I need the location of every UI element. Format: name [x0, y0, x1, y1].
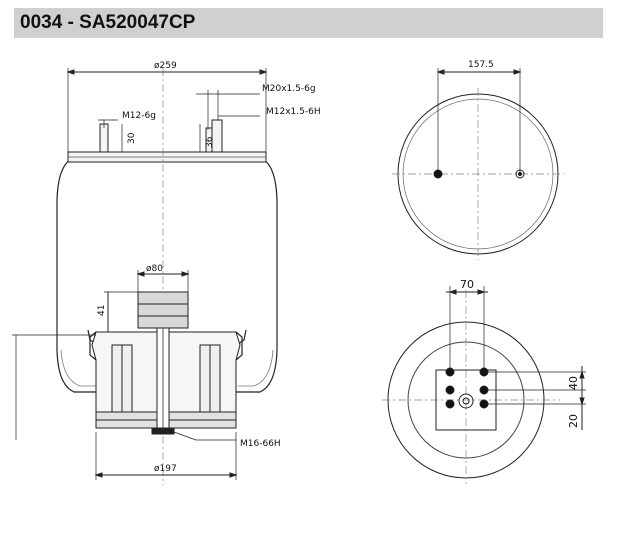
- thread-m16-label: M16-66H: [240, 439, 281, 449]
- dim-40-label: 40: [567, 376, 580, 390]
- dia-bottom-label: ø197: [154, 464, 177, 474]
- stud-height-right-label: 36: [205, 136, 215, 148]
- stud-height-left-label: 30: [127, 132, 137, 144]
- top-view: [392, 68, 564, 260]
- dia-piston-label: ø80: [146, 264, 163, 274]
- piston-cap: [137, 291, 189, 329]
- thread-m12-label: M12x1.5-6H: [266, 107, 321, 117]
- title-bar: 0034 - SA520047CP: [14, 8, 603, 38]
- bottom-view: [382, 286, 586, 484]
- dim-20-label: 20: [567, 414, 580, 428]
- stud-left: [99, 123, 109, 153]
- dia-top-label: ø259: [154, 61, 177, 71]
- mounting-plate: [435, 369, 497, 431]
- piston-height-label: 41: [97, 305, 107, 316]
- part-number-title: 0034 - SA520047CP: [20, 12, 196, 33]
- side-view: [12, 68, 278, 485]
- thread-m20-label: M20x1.5-6g: [262, 84, 316, 94]
- bolt-spacing-label: 70: [460, 278, 474, 291]
- thread-m12-6g-label: M12-6g: [122, 111, 156, 121]
- center-bolt-hole: [458, 393, 474, 409]
- hole-spacing-label: 157.5: [468, 60, 494, 70]
